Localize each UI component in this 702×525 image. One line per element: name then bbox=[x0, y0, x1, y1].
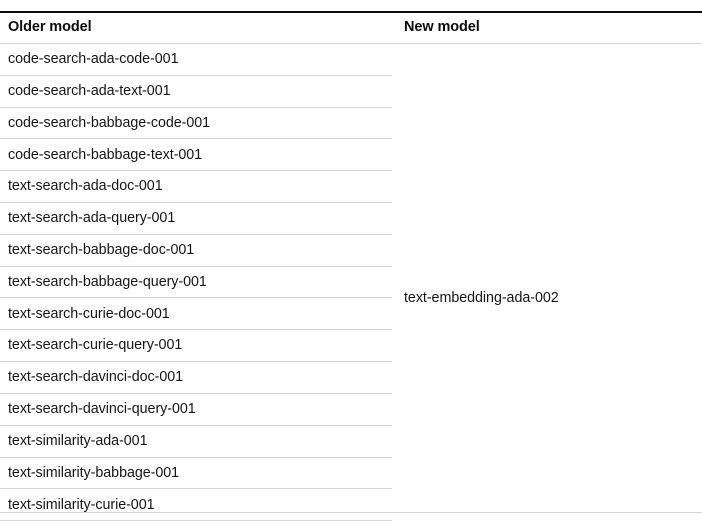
column-header-older-model: Older model bbox=[0, 12, 392, 44]
older-model-cell: text-search-curie-query-001 bbox=[0, 329, 392, 363]
header-row: Older model New model bbox=[0, 12, 702, 44]
table-row: text-search-curie-query-001 bbox=[0, 329, 702, 363]
older-model-cell: text-similarity-curie-001 bbox=[0, 488, 392, 522]
older-model-cell: text-search-babbage-doc-001 bbox=[0, 234, 392, 267]
table-row: code-search-ada-text-001 bbox=[0, 75, 702, 108]
older-model-cell: text-similarity-davinci-001 bbox=[0, 520, 392, 525]
older-model-cell: code-search-babbage-text-001 bbox=[0, 138, 392, 172]
table-row: code-search-ada-code-001 text-embedding-… bbox=[0, 43, 702, 306]
older-model-cell: text-similarity-ada-001 bbox=[0, 425, 392, 458]
older-model-cell: code-search-ada-text-001 bbox=[0, 75, 392, 108]
table-row: text-search-babbage-doc-001 bbox=[0, 234, 702, 267]
table-row: text-similarity-ada-001 bbox=[0, 425, 702, 458]
older-model-cell: code-search-babbage-code-001 bbox=[0, 107, 392, 140]
older-model-cell: text-similarity-babbage-001 bbox=[0, 457, 392, 490]
table-header: Older model New model bbox=[0, 12, 702, 44]
column-header-new-model: New model bbox=[392, 12, 702, 44]
older-model-cell: text-search-ada-query-001 bbox=[0, 202, 392, 235]
table-row: code-search-babbage-code-001 bbox=[0, 107, 702, 140]
older-model-cell: text-search-davinci-query-001 bbox=[0, 393, 392, 426]
table-row: text-similarity-curie-001 bbox=[0, 488, 702, 522]
table-row: text-similarity-babbage-001 bbox=[0, 457, 702, 490]
table-row: text-similarity-davinci-001 bbox=[0, 520, 702, 525]
table-row: text-search-ada-doc-001 bbox=[0, 170, 702, 203]
table-row: text-search-curie-doc-001 bbox=[0, 297, 702, 331]
table-row: code-search-babbage-text-001 bbox=[0, 138, 702, 172]
older-model-cell: text-search-curie-doc-001 bbox=[0, 297, 392, 331]
table-body: code-search-ada-code-001 text-embedding-… bbox=[0, 43, 702, 525]
older-model-cell: text-search-babbage-query-001 bbox=[0, 266, 392, 299]
older-model-cell: text-search-ada-doc-001 bbox=[0, 170, 392, 203]
older-model-cell: code-search-ada-code-001 bbox=[0, 43, 392, 76]
table-bottom-rule bbox=[0, 512, 702, 513]
older-model-cell: text-search-davinci-doc-001 bbox=[0, 361, 392, 394]
table-row: text-search-babbage-query-001 bbox=[0, 266, 702, 299]
table-row: text-search-davinci-doc-001 bbox=[0, 361, 702, 394]
table-row: text-search-ada-query-001 bbox=[0, 202, 702, 235]
new-model-cell: text-embedding-ada-002 bbox=[404, 289, 559, 306]
model-migration-table: Older model New model code-search-ada-co… bbox=[0, 11, 702, 525]
table-row: text-search-davinci-query-001 bbox=[0, 393, 702, 426]
